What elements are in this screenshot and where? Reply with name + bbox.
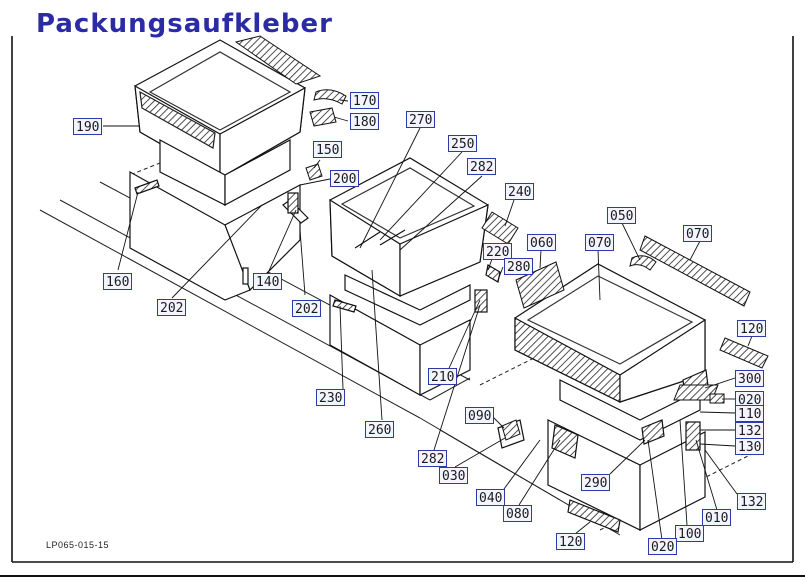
callout-070-left[interactable]: 070 [585,234,615,251]
callout-060[interactable]: 060 [527,234,557,251]
callout-030[interactable]: 030 [439,467,469,484]
callout-290[interactable]: 290 [581,474,611,491]
loose-decals [234,35,769,441]
callout-240[interactable]: 240 [505,183,535,200]
callout-282-bottom[interactable]: 282 [418,450,448,467]
drawing-code: LP065-015-15 [46,540,110,550]
callout-140[interactable]: 140 [253,273,283,290]
title-area: Packungsaufkleber [0,0,805,38]
callout-110[interactable]: 110 [735,405,765,422]
callout-170[interactable]: 170 [350,92,380,109]
callout-282-top[interactable]: 282 [467,158,497,175]
page-title: Packungsaufkleber [36,9,333,38]
callout-132-bottom[interactable]: 132 [737,493,767,510]
callout-230[interactable]: 230 [316,389,346,406]
callout-280[interactable]: 280 [504,258,534,275]
callout-250[interactable]: 250 [448,135,478,152]
unit-2 [329,157,501,397]
callout-010[interactable]: 010 [702,509,732,526]
callout-080[interactable]: 080 [503,505,533,522]
callout-090[interactable]: 090 [465,407,495,424]
callout-260[interactable]: 260 [365,421,395,438]
callout-100[interactable]: 100 [675,525,705,542]
callout-150[interactable]: 150 [313,141,343,158]
callout-200[interactable]: 200 [330,170,360,187]
callout-202-left[interactable]: 202 [157,299,187,316]
callout-132-top[interactable]: 132 [735,422,765,439]
callout-050[interactable]: 050 [607,207,637,224]
callout-130[interactable]: 130 [735,438,765,455]
callout-180[interactable]: 180 [350,113,380,130]
callout-202-right[interactable]: 202 [292,300,322,317]
leader-lines [103,99,753,541]
callout-160[interactable]: 160 [103,273,133,290]
callout-040[interactable]: 040 [476,489,506,506]
callout-020-top[interactable]: 020 [735,391,765,408]
callout-070-right[interactable]: 070 [683,225,713,242]
callout-020-bottom[interactable]: 020 [648,538,678,555]
callout-220[interactable]: 220 [483,243,513,260]
callout-270[interactable]: 270 [406,111,436,128]
unit-1 [129,39,309,301]
callout-300[interactable]: 300 [735,370,765,387]
callout-190[interactable]: 190 [73,118,103,135]
callout-120-top[interactable]: 120 [737,320,767,337]
callout-120-bottom[interactable]: 120 [556,533,586,550]
callout-210[interactable]: 210 [428,368,458,385]
frame-border [0,36,805,577]
